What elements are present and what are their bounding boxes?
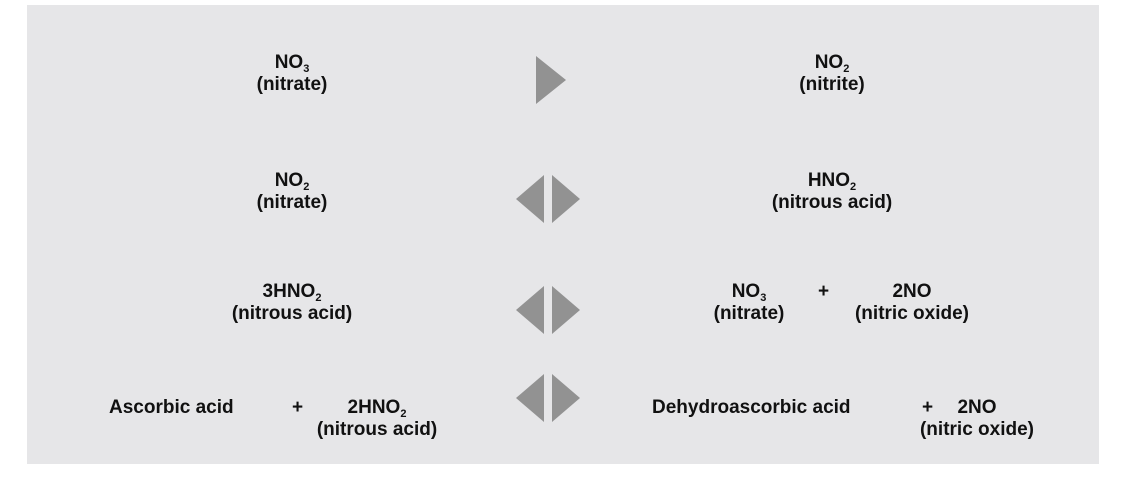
compound-name: (nitric oxide) — [854, 303, 969, 324]
compound-name: (nitric oxide) — [919, 419, 1034, 440]
compound-name: (nitrous acid) — [771, 192, 893, 213]
reaction-4-product-nitric-oxide: 2NO (nitric oxide) — [902, 397, 1052, 441]
compound-name: (nitrous acid) — [231, 303, 353, 324]
formula: 2NO — [957, 397, 997, 418]
formula: NO2 — [814, 52, 850, 75]
plus-sign: + — [292, 397, 304, 418]
formula: NO3 — [274, 52, 310, 75]
formula: 3HNO2 — [262, 281, 322, 304]
formula: 2NO — [892, 281, 932, 302]
reaction-1-product: NO2 (nitrite) — [767, 52, 897, 96]
formula: Dehydroascorbic acid — [652, 397, 851, 418]
equilibrium-arrow-icon — [516, 374, 580, 422]
reaction-1-reactant: NO3 (nitrate) — [227, 52, 357, 96]
reaction-diagram-panel: NO3 (nitrate) NO2 (nitrite) NO2 (nitrate… — [27, 5, 1099, 464]
formula: Ascorbic acid — [109, 397, 234, 418]
compound-name: (nitrate) — [713, 303, 785, 324]
reaction-3-reactant: 3HNO2 (nitrous acid) — [207, 281, 377, 325]
compound-name: (nitrate) — [256, 192, 328, 213]
formula: NO3 — [731, 281, 767, 304]
forward-arrow-icon — [536, 56, 566, 104]
reaction-4-reactant-nitrous-acid: 2HNO2 (nitrous acid) — [302, 397, 452, 441]
reaction-4-product-dehydroascorbic-acid: Dehydroascorbic acid — [652, 397, 851, 419]
compound-name: (nitrate) — [256, 74, 328, 95]
equilibrium-arrow-icon — [516, 175, 580, 223]
reaction-3-product-nitrate: NO3 (nitrate) — [689, 281, 809, 325]
formula: NO2 — [274, 170, 310, 193]
formula: 2HNO2 — [347, 397, 407, 420]
reaction-4-reactant-ascorbic-acid: Ascorbic acid — [109, 397, 234, 419]
compound-name: (nitrite) — [799, 74, 865, 95]
reaction-2-product: HNO2 (nitrous acid) — [747, 170, 917, 214]
plus-sign: + — [818, 281, 830, 302]
equilibrium-arrow-icon — [516, 286, 580, 334]
formula: HNO2 — [807, 170, 857, 193]
reaction-3-product-nitric-oxide: 2NO (nitric oxide) — [837, 281, 987, 325]
plus-sign: + — [922, 397, 934, 418]
reaction-2-reactant: NO2 (nitrate) — [227, 170, 357, 214]
compound-name: (nitrous acid) — [316, 419, 438, 440]
